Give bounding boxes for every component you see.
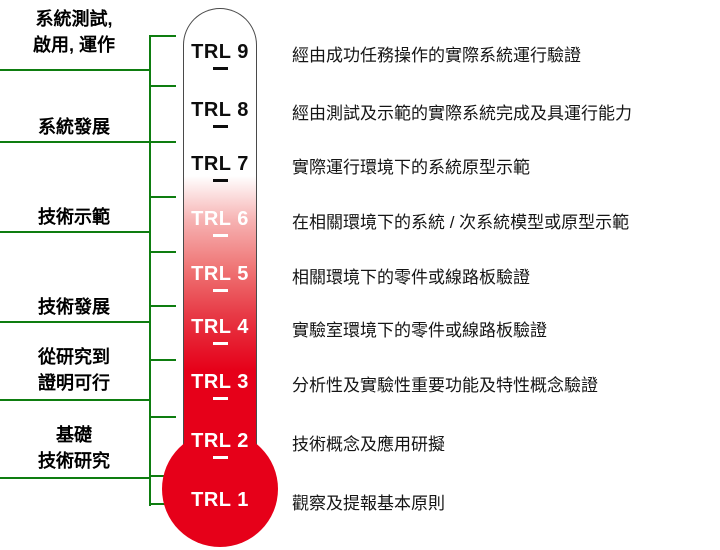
category-connector-line: [0, 69, 151, 71]
trl-8-description: 經由測試及示範的實際系統完成及具運行能力: [292, 104, 632, 123]
category-label-line: 系統測試,: [35, 9, 113, 29]
trl-5-scale-dash: [212, 289, 228, 292]
trl-3-label: TRL 3: [191, 371, 249, 393]
thermometer-tube: [183, 8, 257, 472]
trl-level-8: TRL 8: [183, 99, 257, 128]
trl-level-2: TRL 2: [183, 430, 257, 459]
category-label-technology-demonstration: 技術示範: [4, 204, 144, 230]
category-connector-line: [0, 231, 151, 233]
trl-2-label: TRL 2: [191, 430, 249, 452]
category-label-technology-development: 技術發展: [4, 294, 144, 320]
trl-1-description: 觀察及提報基本原則: [292, 494, 445, 513]
trl-4-scale-dash: [212, 342, 228, 345]
trl-level-5: TRL 5: [183, 263, 257, 292]
trl-7-scale-dash: [212, 179, 228, 182]
category-label-basic-technology-research: 基礎 技術研究: [4, 422, 144, 474]
bracket-tick: [149, 141, 176, 143]
bracket-tick: [149, 305, 176, 307]
category-label-research-to-feasibility: 從研究到 證明可行: [4, 344, 144, 396]
trl-5-label: TRL 5: [191, 263, 249, 285]
trl-8-label: TRL 8: [191, 99, 249, 121]
trl-2-description: 技術概念及應用研擬: [292, 435, 445, 454]
category-label-system-development: 系統發展: [4, 114, 144, 140]
bracket-tick: [149, 416, 176, 418]
category-label-line: 技術示範: [38, 207, 110, 227]
trl-2-scale-dash: [212, 456, 228, 459]
trl-9-label: TRL 9: [191, 41, 249, 63]
trl-level-6: TRL 6: [183, 208, 257, 237]
trl-6-scale-dash: [212, 234, 228, 237]
category-label-line: 技術發展: [38, 297, 110, 317]
category-label-line: 從研究到: [38, 347, 110, 367]
trl-5-description: 相關環境下的零件或線路板驗證: [292, 268, 530, 287]
bracket-tick: [149, 359, 176, 361]
bracket-vertical-line: [149, 35, 151, 506]
bracket-tick: [149, 503, 176, 505]
trl-3-description: 分析性及實驗性重要功能及特性概念驗證: [292, 376, 598, 395]
trl-level-9: TRL 9: [183, 41, 257, 70]
bracket-tick: [149, 196, 176, 198]
category-connector-line: [0, 399, 151, 401]
trl-4-description: 實驗室環境下的零件或線路板驗證: [292, 321, 547, 340]
trl-6-label: TRL 6: [191, 208, 249, 230]
thermometer-bulb: [162, 431, 278, 547]
category-label-line: 系統發展: [38, 117, 110, 137]
trl-9-description: 經由成功任務操作的實際系統運行驗證: [292, 46, 581, 65]
category-label-system-test-launch-operations: 系統測試, 啟用, 運作: [4, 6, 144, 58]
trl-level-4: TRL 4: [183, 316, 257, 345]
trl-6-description: 在相關環境下的系統 / 次系統模型或原型示範: [292, 213, 630, 232]
trl-3-scale-dash: [212, 397, 228, 400]
trl-1-label: TRL 1: [191, 489, 249, 511]
trl-4-label: TRL 4: [191, 316, 249, 338]
category-label-line: 基礎: [56, 425, 92, 445]
bracket-tick: [149, 251, 176, 253]
category-label-line: 技術研究: [38, 451, 110, 471]
category-label-line: 啟用, 運作: [32, 35, 115, 55]
bracket-tick: [149, 35, 176, 37]
category-label-line: 證明可行: [38, 373, 110, 393]
bracket-tick: [149, 85, 176, 87]
trl-level-7: TRL 7: [183, 153, 257, 182]
trl-level-3: TRL 3: [183, 371, 257, 400]
category-connector-line: [0, 141, 151, 143]
category-connector-line: [0, 477, 151, 479]
trl-level-1: TRL 1: [183, 489, 257, 512]
trl-7-label: TRL 7: [191, 153, 249, 175]
trl-7-description: 實際運行環境下的系統原型示範: [292, 158, 530, 177]
category-connector-line: [0, 321, 151, 323]
trl-8-scale-dash: [212, 125, 228, 128]
trl-9-scale-dash: [212, 67, 228, 70]
